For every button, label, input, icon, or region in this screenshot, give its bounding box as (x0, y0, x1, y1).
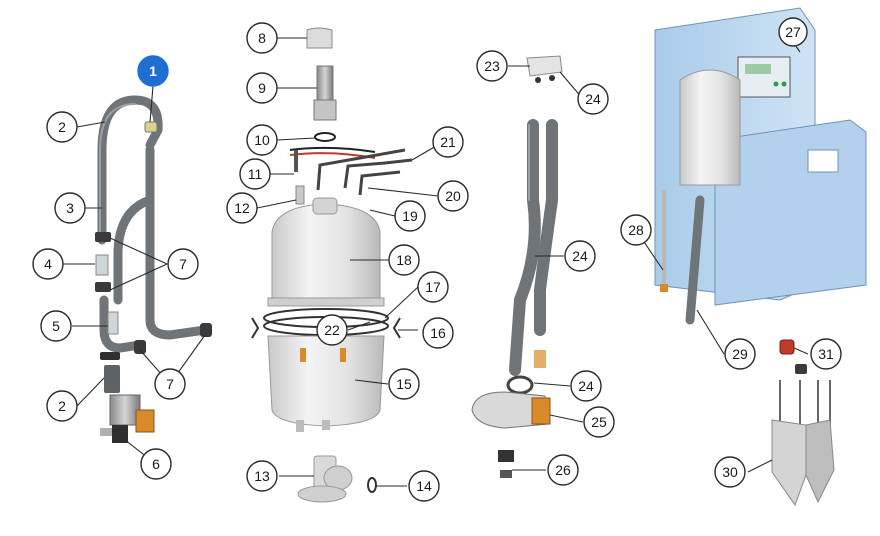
steam-cylinder-assembly (251, 27, 413, 503)
callout-label: 27 (785, 24, 801, 40)
callout-9[interactable]: 9 (246, 72, 278, 104)
humidifier-cabinet (654, 7, 867, 325)
callout-24-hose[interactable]: 24 (564, 240, 596, 272)
callout-label: 15 (396, 376, 412, 392)
callout-23[interactable]: 23 (476, 50, 508, 82)
callout-3[interactable]: 3 (54, 192, 86, 224)
callout-25[interactable]: 25 (583, 406, 615, 438)
drain-pump-assembly (471, 55, 563, 478)
callout-20[interactable]: 20 (437, 180, 469, 212)
callout-17[interactable]: 17 (417, 271, 449, 303)
callout-label: 30 (722, 464, 738, 480)
callout-22[interactable]: 22 (316, 314, 348, 346)
callout-label: 3 (66, 200, 74, 216)
callout-label: 9 (258, 80, 266, 96)
callout-label: 25 (591, 414, 607, 430)
callout-21[interactable]: 21 (432, 126, 464, 158)
callout-4[interactable]: 4 (32, 248, 64, 280)
callout-2-upper[interactable]: 2 (46, 111, 78, 143)
callout-label: 6 (152, 456, 160, 472)
callout-label: 31 (818, 346, 834, 362)
callout-8[interactable]: 8 (246, 22, 278, 54)
callout-label: 23 (484, 58, 500, 74)
callout-label: 18 (396, 252, 412, 268)
callout-30[interactable]: 30 (714, 456, 746, 488)
callout-12[interactable]: 12 (226, 192, 258, 224)
callout-26[interactable]: 26 (547, 454, 579, 486)
electrode-set (771, 339, 835, 507)
callout-label: 13 (254, 468, 270, 484)
callout-label: 20 (445, 188, 461, 204)
callout-5[interactable]: 5 (40, 310, 72, 342)
callout-label: 2 (58, 119, 66, 135)
callout-6[interactable]: 6 (140, 448, 172, 480)
callout-1[interactable]: 1 (137, 55, 169, 87)
callout-7-upper[interactable]: 7 (167, 248, 199, 280)
callout-label: 17 (425, 279, 441, 295)
callout-label: 28 (628, 222, 644, 238)
callout-11[interactable]: 11 (239, 158, 271, 190)
callout-label: 22 (324, 322, 340, 338)
callout-label: 16 (430, 325, 446, 341)
callout-label: 7 (179, 256, 187, 272)
callout-label: 4 (44, 256, 52, 272)
callout-label: 24 (572, 248, 588, 264)
callout-1-label: 1 (149, 63, 157, 79)
callout-label: 11 (248, 166, 263, 182)
callout-label: 24 (585, 91, 601, 107)
callout-10[interactable]: 10 (246, 124, 278, 156)
callout-label: 19 (402, 208, 418, 224)
callout-24-ring[interactable]: 24 (570, 370, 602, 402)
callout-7-lower[interactable]: 7 (154, 368, 186, 400)
callout-label: 12 (234, 200, 250, 216)
callout-27[interactable]: 27 (778, 17, 808, 47)
callout-16[interactable]: 16 (422, 317, 454, 349)
leader-lines (63, 37, 809, 487)
callout-label: 14 (416, 478, 432, 494)
callout-label: 2 (58, 398, 66, 414)
callout-19[interactable]: 19 (394, 200, 426, 232)
callout-13[interactable]: 13 (246, 460, 278, 492)
callout-label: 8 (258, 30, 266, 46)
callout-31[interactable]: 31 (810, 338, 842, 370)
callout-label: 7 (166, 376, 174, 392)
callout-29[interactable]: 29 (724, 338, 756, 370)
callout-18[interactable]: 18 (388, 244, 420, 276)
callout-label: 26 (555, 462, 571, 478)
callout-2-lower[interactable]: 2 (46, 390, 78, 422)
callout-24-top[interactable]: 24 (577, 83, 609, 115)
callout-28[interactable]: 28 (620, 214, 652, 246)
callout-15[interactable]: 15 (388, 368, 420, 400)
callout-label: 10 (254, 132, 270, 148)
callout-14[interactable]: 14 (408, 470, 440, 502)
callout-label: 21 (440, 134, 456, 150)
fill-hose-assembly (95, 95, 212, 443)
callout-label: 29 (732, 346, 748, 362)
callout-label: 5 (52, 318, 60, 334)
callout-label: 24 (578, 378, 594, 394)
